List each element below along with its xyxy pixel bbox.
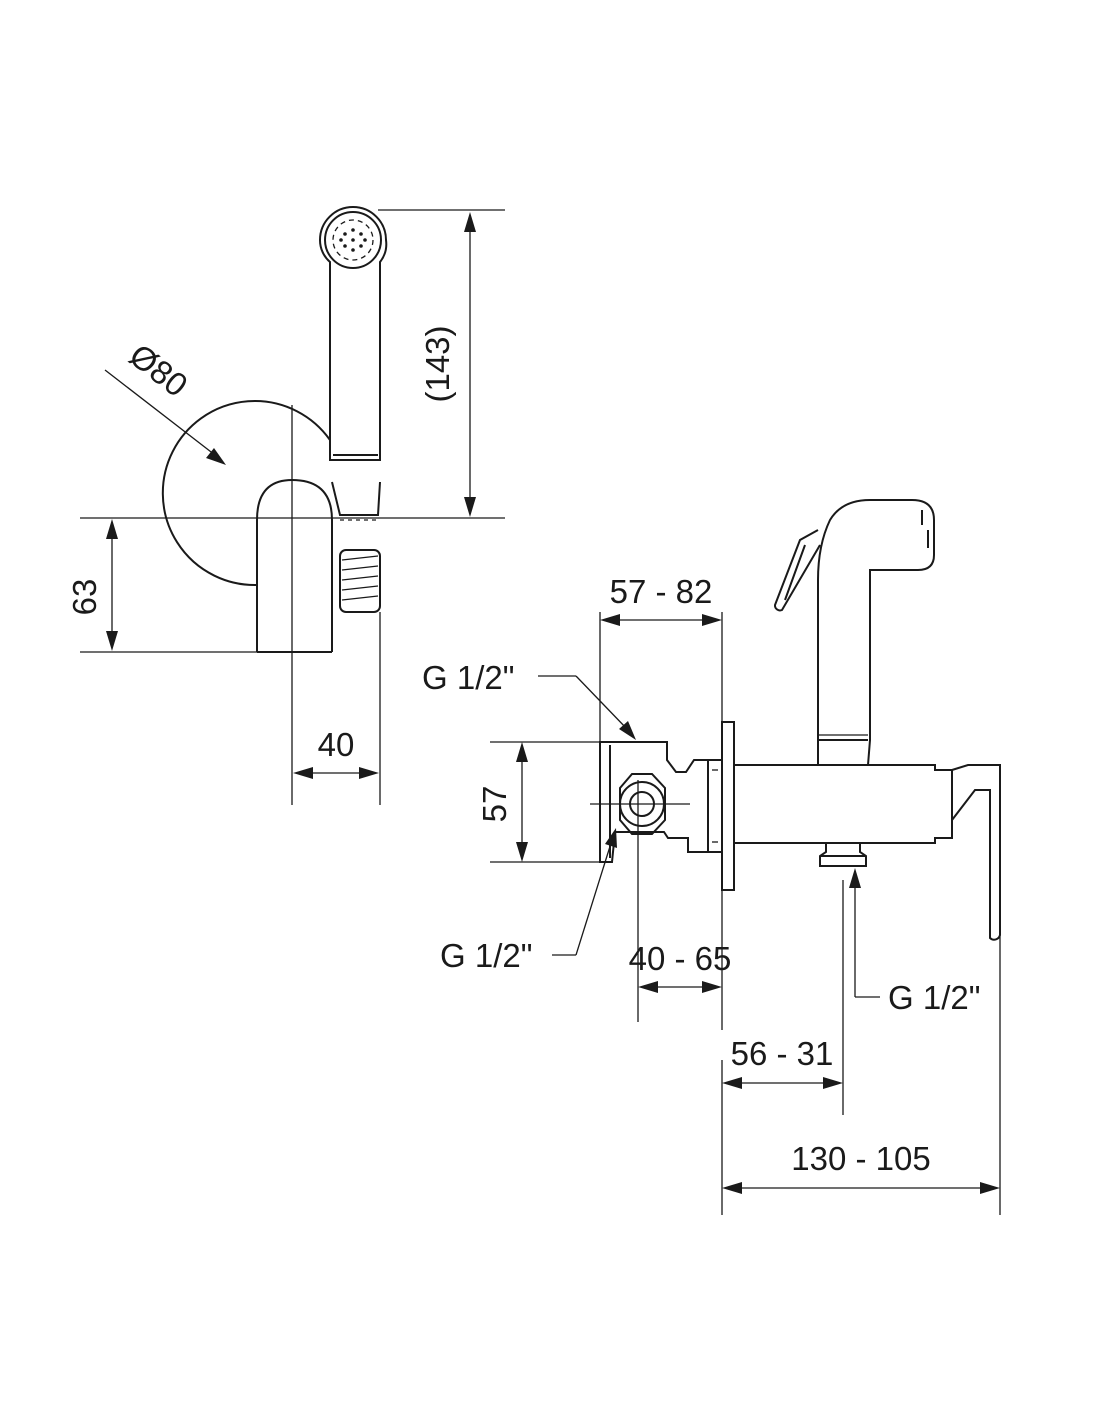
wall-plate-inner (707, 759, 723, 853)
concealed-body (599, 741, 709, 863)
thread-top-label: G 1/2" (422, 659, 514, 696)
right-view: 57 - 82 G 1/2" 57 G 1/2" 40 (422, 499, 1001, 1215)
thread-outlet-leader: G 1/2" (849, 868, 980, 1016)
wall-plate (721, 721, 735, 891)
diameter-leader: Ø80 (104, 336, 226, 465)
hose-thread (339, 549, 381, 613)
range-top-label: 57 - 82 (610, 573, 713, 610)
hand-shower-head (318, 206, 388, 461)
hand-spray (774, 499, 935, 766)
dim-hose-height: (143) (419, 212, 476, 517)
body-height-label: 57 (476, 786, 513, 823)
thread-outlet-label: G 1/2" (888, 979, 980, 1016)
dim-body-height: 57 (476, 742, 528, 862)
outlet-nipple (819, 843, 867, 867)
diameter-label: Ø80 (123, 336, 195, 404)
dim-range-outlet: 56 - 31 (722, 1035, 843, 1089)
range-mid-label: 40 - 65 (629, 940, 732, 977)
dim-range-mid: 40 - 65 (629, 940, 732, 993)
holder-body (256, 478, 333, 652)
thread-top-leader: G 1/2" (422, 659, 636, 740)
thread-bottom-leader: G 1/2" (440, 828, 617, 974)
hose-connector (331, 481, 381, 516)
spray-nozzle-dots (339, 228, 367, 252)
dim-holder-height: 63 (66, 519, 118, 651)
range-outlet-label: 56 - 31 (731, 1035, 834, 1072)
dim-depth: 40 (293, 726, 379, 779)
range-total-label: 130 - 105 (791, 1140, 930, 1177)
holder-height-label: 63 (66, 579, 103, 616)
hose-height-label: (143) (419, 325, 456, 402)
left-view: Ø80 (143) 63 40 (66, 206, 505, 805)
thread-bottom-label: G 1/2" (440, 937, 532, 974)
mixer-body (733, 764, 953, 844)
wall-flange-outline (161, 400, 331, 587)
depth-label: 40 (318, 726, 355, 763)
dim-range-total: 130 - 105 (722, 1140, 1000, 1194)
lever-handle (951, 764, 1001, 941)
dim-range-top: 57 - 82 (600, 573, 722, 626)
